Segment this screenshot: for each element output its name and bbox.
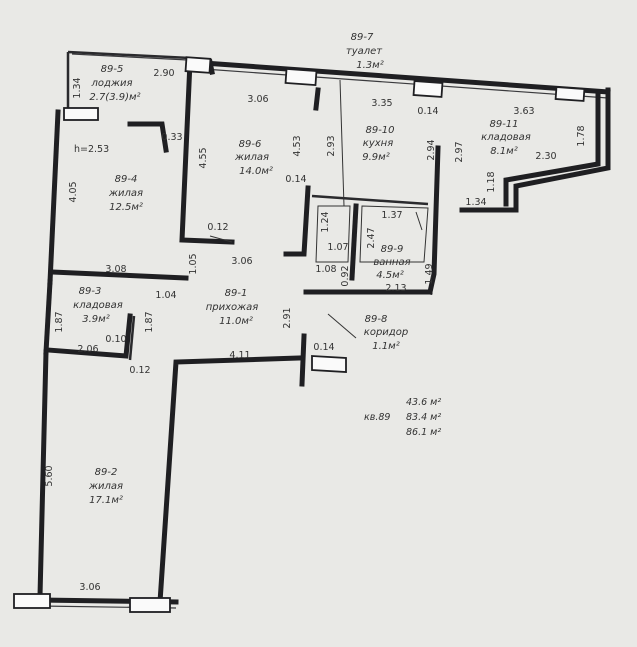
room-89-9: 89-9 ванная 4.5м² — [373, 244, 410, 281]
room-name: ванная — [373, 257, 410, 268]
room-area: 1.3м² — [356, 60, 383, 71]
room-id: 89-5 — [101, 64, 124, 75]
room-id: 89-4 — [115, 174, 138, 185]
dimension-label: 0.14 — [313, 342, 334, 353]
room-89-10: 89-10 кухня 9.9м² — [362, 125, 394, 163]
room-area: 2.7(3.9)м² — [89, 92, 140, 103]
room-89-7: 89-7 туалет 1.3м² — [346, 32, 384, 71]
room-area: 12.5м² — [109, 202, 143, 213]
dimension-label: 0.12 — [207, 222, 228, 233]
dimension-label: 1.87 — [144, 311, 155, 332]
dimension-label: 4.05 — [68, 181, 79, 202]
room-area: 1.1м² — [372, 341, 399, 352]
room-id: 89-10 — [365, 125, 394, 136]
room-name: жилая — [108, 188, 143, 199]
dimension-label: 2.47 — [366, 227, 377, 248]
room-89-5: 89-5 лоджия 2.7(3.9)м² — [89, 64, 140, 103]
apartment-number: кв.89 — [364, 412, 390, 423]
dimension-label: 3.06 — [231, 256, 252, 267]
interior-walls — [45, 59, 441, 387]
dimension-label: 3.08 — [105, 264, 126, 275]
dimension-label: 4.53 — [292, 135, 303, 156]
dimension-label: 1.78 — [576, 125, 587, 146]
dimension-label: 1.37 — [381, 210, 402, 221]
room-id: 89-3 — [79, 286, 102, 297]
dimension-label: 1.34 — [465, 197, 486, 208]
room-name: жилая — [88, 481, 123, 492]
dimension-label: 3.63 — [513, 106, 534, 117]
dimension-label: 2.90 — [153, 68, 174, 79]
room-89-8: 89-8 коридор 1.1м² — [364, 314, 408, 352]
apartment-summary: кв.89 43.6 м² 83.4 м² 86.1 м² — [364, 397, 441, 438]
dimension-label: 0.33 — [161, 132, 182, 143]
leader-lines — [209, 79, 423, 339]
dimension-label: 3.35 — [371, 98, 392, 109]
dimension-label: 1.49 — [424, 263, 435, 284]
room-89-2: 89-2 жилая 17.1м² — [88, 467, 123, 506]
room-89-4: 89-4 жилая 12.5м² — [108, 174, 143, 213]
dimension-label: 0.10 — [105, 334, 126, 345]
room-area: 8.1м² — [490, 146, 517, 157]
dimension-label: 1.07 — [327, 242, 348, 253]
dimension-labels: 1.34 2.90 3.06 3.35 0.14 3.63 0.33 4.55 … — [44, 68, 587, 593]
room-name: кухня — [363, 138, 393, 149]
dimension-label: 3.06 — [79, 582, 100, 593]
room-labels: 89-5 лоджия 2.7(3.9)м² 89-7 туалет 1.3м²… — [73, 32, 531, 506]
room-area: 17.1м² — [89, 495, 123, 506]
dimension-label: 2.94 — [426, 139, 437, 160]
room-name: туалет — [346, 46, 383, 57]
room-id: 89-9 — [381, 244, 404, 255]
room-area: 11.0м² — [219, 316, 253, 327]
room-area: 4.5м² — [376, 270, 403, 281]
dimension-label: 1.24 — [320, 211, 331, 232]
room-name: прихожая — [206, 302, 259, 313]
dimension-label: 2.30 — [535, 151, 556, 162]
exterior-walls — [37, 50, 611, 609]
dimension-label: 2.13 — [385, 283, 406, 294]
dimension-label: 1.05 — [188, 253, 199, 274]
room-89-11: 89-11 кладовая 8.1м² — [481, 119, 531, 157]
room-area: 14.0м² — [239, 166, 273, 177]
room-id: 89-6 — [239, 139, 262, 150]
room-name: кладовая — [481, 132, 531, 143]
dimension-label: 0.14 — [417, 106, 438, 117]
room-89-6: 89-6 жилая 14.0м² — [234, 139, 273, 177]
dimension-label: 5.60 — [44, 465, 55, 486]
dimension-label: 1.87 — [54, 311, 65, 332]
room-id: 89-8 — [365, 314, 388, 325]
dimension-label: 1.18 — [486, 171, 497, 192]
room-name: жилая — [234, 152, 269, 163]
room-89-1: 89-1 прихожая 11.0м² — [206, 288, 259, 327]
dimension-label: 4.11 — [229, 350, 250, 361]
room-89-3: 89-3 кладовая 3.9м² — [73, 286, 123, 325]
dimension-label: 3.06 — [247, 94, 268, 105]
dimension-label: 4.55 — [198, 147, 209, 168]
dimension-label: 2.97 — [454, 141, 465, 162]
room-id: 89-11 — [489, 119, 518, 130]
dimension-label: 1.04 — [155, 290, 176, 301]
dimension-label: 0.14 — [285, 174, 306, 185]
room-name: лоджия — [91, 78, 133, 89]
dimension-label: 2.93 — [326, 135, 337, 156]
dimension-label: 2.91 — [282, 307, 293, 328]
room-id: 89-1 — [225, 288, 248, 299]
apartment-area: 86.1 м² — [406, 427, 441, 438]
room-id: 89-2 — [95, 467, 118, 478]
dimension-label: 2.06 — [77, 344, 98, 355]
room-area: 3.9м² — [82, 314, 109, 325]
ceiling-height-label: h=2.53 — [74, 144, 109, 155]
apartment-area: 83.4 м² — [406, 412, 441, 423]
room-name: коридор — [364, 327, 408, 338]
dimension-label: 0.92 — [340, 265, 351, 286]
room-id: 89-7 — [351, 32, 374, 43]
room-area: 9.9м² — [362, 152, 389, 163]
dimension-label: 0.12 — [129, 365, 150, 376]
apartment-area: 43.6 м² — [406, 397, 441, 408]
dimension-label: 1.34 — [72, 77, 83, 98]
facade-pillars — [13, 56, 586, 613]
room-name: кладовая — [73, 300, 123, 311]
dimension-label: 1.08 — [315, 264, 336, 275]
